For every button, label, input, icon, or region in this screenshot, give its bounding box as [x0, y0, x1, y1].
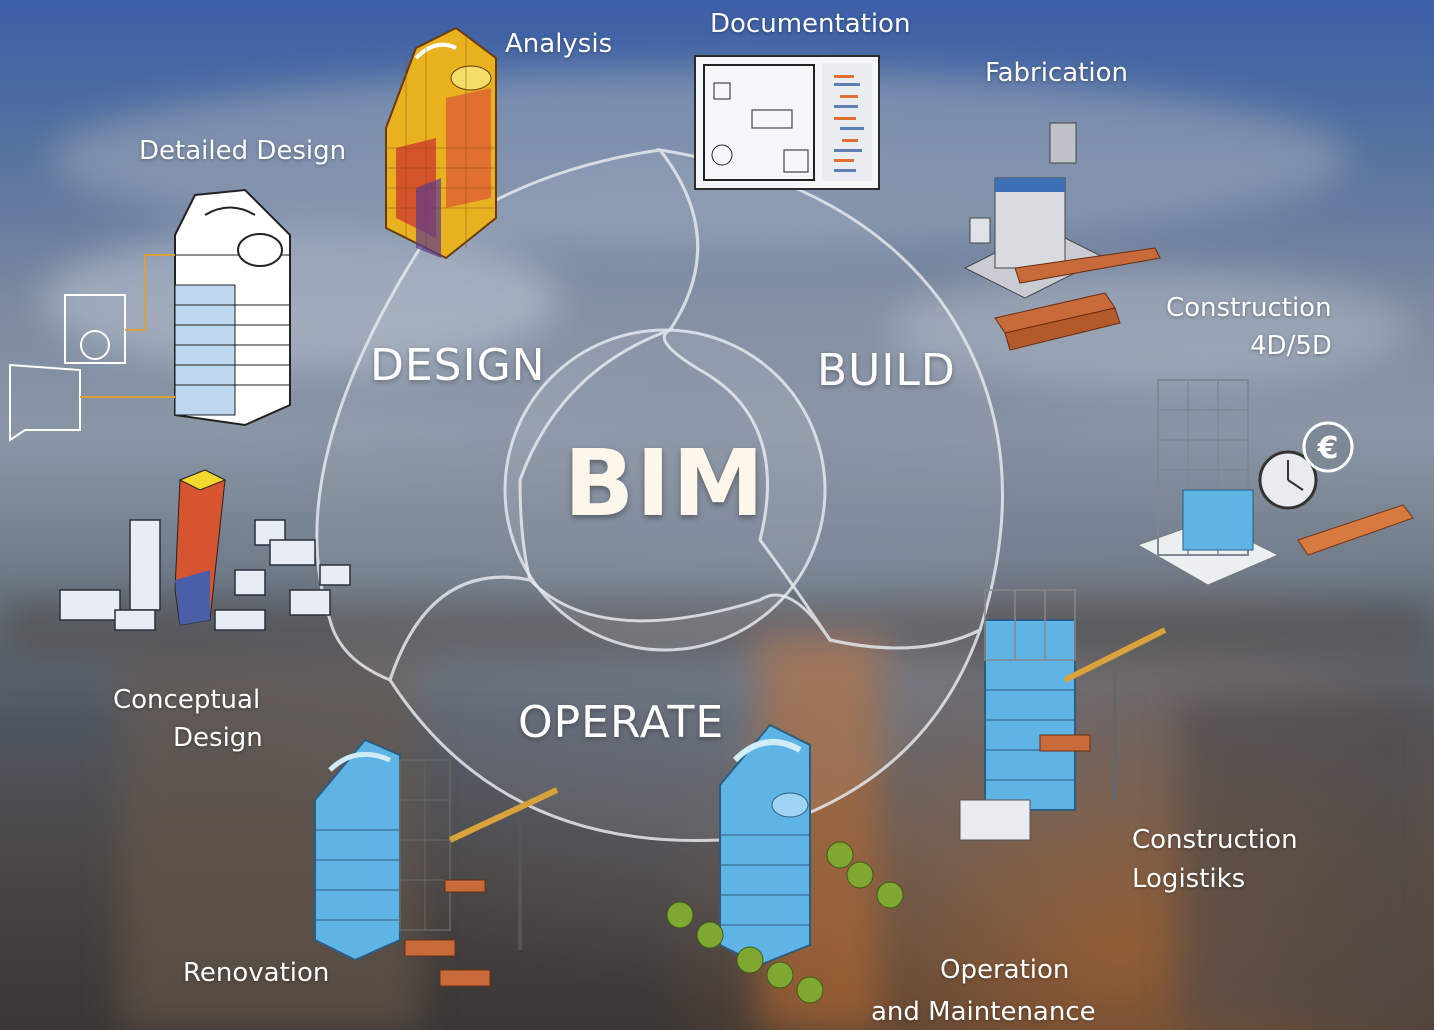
- fabrication-machine-icon: [963, 122, 1161, 351]
- stage-logistics-label-line1: Construction: [1132, 825, 1298, 855]
- stage-operation-label-line2: and Maintenance: [871, 997, 1096, 1027]
- stage-conceptual-design-label-line1: Conceptual: [113, 685, 261, 715]
- stage-renovation-label: Renovation: [183, 958, 330, 988]
- stage-construction-4d5d-label-line1: Construction: [1166, 293, 1332, 323]
- center-circle: [503, 328, 827, 652]
- stage-detailed-design-label: Detailed Design: [139, 136, 347, 166]
- construction-4d5d-icon: €: [1136, 379, 1414, 586]
- analysis-building-icon: [385, 26, 497, 260]
- stage-fabrication-label: Fabrication: [985, 58, 1128, 88]
- operation-maintenance-icon: [666, 723, 904, 1004]
- stage-logistics-label-line2: Logistiks: [1132, 864, 1246, 894]
- phase-design-label: DESIGN: [370, 340, 546, 391]
- operate-segment: [388, 575, 983, 843]
- stage-documentation-label: Documentation: [710, 9, 911, 39]
- construction-logistics-icon: [959, 589, 1167, 841]
- detailed-design-building-icon: [9, 188, 291, 442]
- renovation-icon: [314, 738, 559, 987]
- stage-conceptual-design-label-line2: Design: [173, 723, 263, 753]
- euro-icon: €: [1317, 431, 1339, 466]
- phase-operate-label: OPERATE: [518, 697, 725, 748]
- phase-build-label: BUILD: [817, 345, 956, 396]
- stage-operation-label-line1: Operation: [940, 955, 1070, 985]
- documentation-plan-icon: [694, 55, 880, 190]
- conceptual-design-icon: [59, 469, 351, 631]
- stage-analysis-label: Analysis: [505, 29, 613, 59]
- bim-title: BIM: [564, 430, 766, 537]
- stage-construction-4d5d-label-line2: 4D/5D: [1250, 331, 1332, 361]
